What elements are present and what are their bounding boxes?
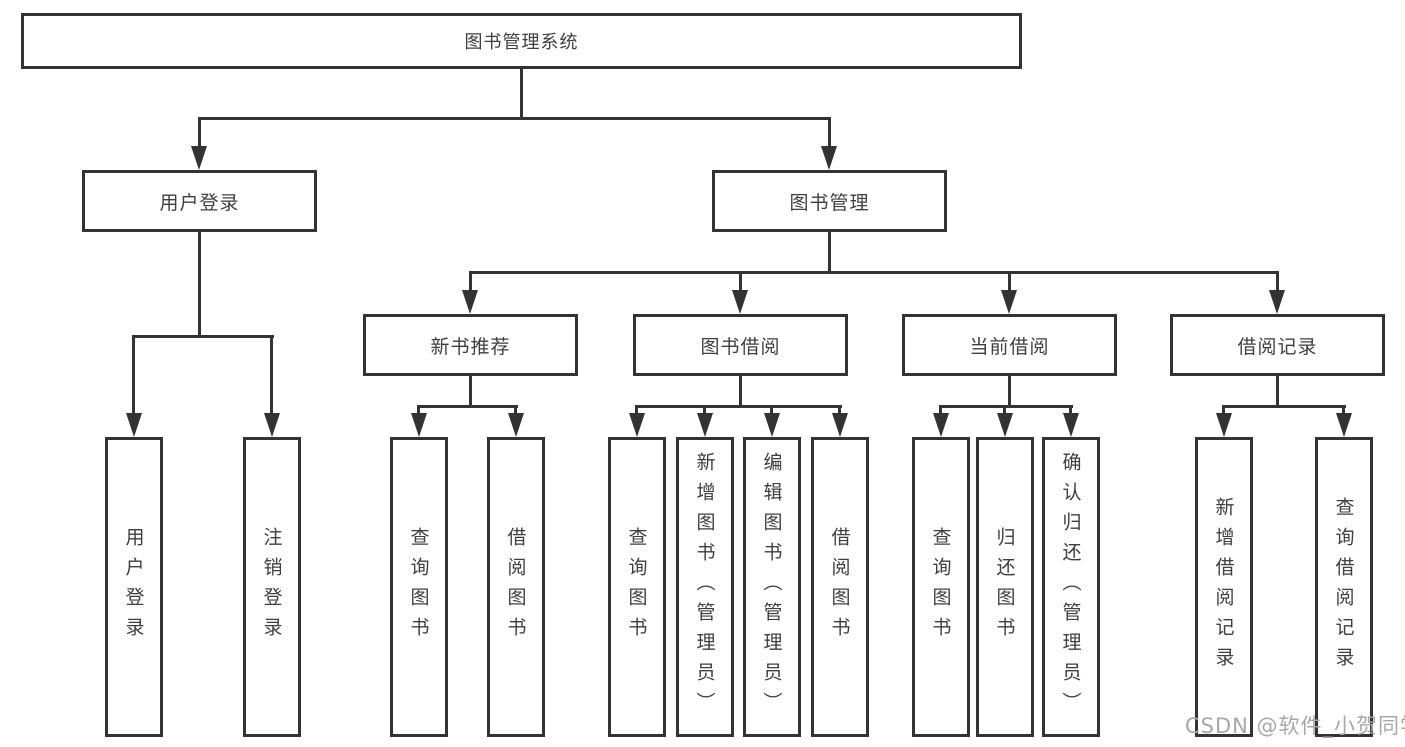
arrow-down-icon [508, 413, 524, 437]
connector-trunk [469, 376, 472, 408]
arrow-down-icon [1063, 413, 1079, 437]
arrow-down-icon [629, 413, 645, 437]
connector-stem [828, 120, 831, 148]
leaf-label: 查询图书 [929, 527, 952, 647]
connector-bar [939, 405, 1073, 408]
leaf-label: 借阅图书 [828, 527, 851, 647]
arrow-down-icon [126, 413, 142, 437]
leaf-current-return-books: 归还图书 [976, 437, 1034, 737]
connector-stem [1222, 408, 1225, 415]
arrow-down-icon [1269, 290, 1285, 314]
leaf-records-query-record: 查询借阅记录 [1315, 437, 1373, 737]
connector-stem [198, 120, 201, 148]
node-label: 当前借阅 [969, 335, 1050, 358]
connector-bar [635, 405, 842, 408]
connector-stem [1342, 408, 1345, 415]
connector-stem [469, 274, 472, 292]
node-label: 图书管理系统 [464, 32, 579, 53]
node-root-library-system: 图书管理系统 [21, 13, 1022, 69]
leaf-label: 查询图书 [407, 527, 430, 647]
leaf-records-add-record: 新增借阅记录 [1195, 437, 1253, 737]
connector-stem [939, 408, 942, 415]
leaf-label: 新增图书（管理员） [693, 452, 716, 722]
connector-bar [1222, 405, 1346, 408]
node-label: 图书借阅 [700, 335, 781, 358]
node-user-login: 用户登录 [82, 170, 317, 232]
leaf-user-login: 用户登录 [105, 437, 163, 737]
connector-root-trunk [520, 69, 523, 120]
connector-trunk [828, 232, 831, 274]
node-current-borrow: 当前借阅 [902, 314, 1117, 376]
arrow-down-icon [1001, 290, 1017, 314]
leaf-label: 借阅图书 [504, 527, 527, 647]
arrow-down-icon [697, 413, 713, 437]
connector-trunk [1008, 376, 1011, 408]
connector-stem [739, 274, 742, 292]
connector-bar [132, 335, 274, 338]
node-label: 图书管理 [789, 191, 870, 214]
connector-bar [417, 405, 518, 408]
connector-stem [514, 408, 517, 415]
leaf-label: 编辑图书（管理员） [760, 452, 783, 722]
connector-stem [1069, 408, 1072, 415]
connector-stem [838, 408, 841, 415]
connector-trunk [1276, 376, 1279, 408]
arrow-down-icon [1216, 413, 1232, 437]
arrow-down-icon [832, 413, 848, 437]
node-borrow-records: 借阅记录 [1170, 314, 1385, 376]
connector-stem [1003, 408, 1006, 415]
csdn-watermark: CSDN @软件_小贺同学 [1185, 714, 1405, 738]
leaf-label: 用户登录 [122, 527, 145, 647]
leaf-label: 确认归还（管理员） [1059, 452, 1082, 722]
arrow-down-icon [462, 290, 478, 314]
connector-stem [132, 338, 135, 415]
arrow-down-icon [933, 413, 949, 437]
connector-trunk [739, 376, 742, 408]
leaf-borrow-edit-books-admin: 编辑图书（管理员） [743, 437, 801, 737]
leaf-label: 注销登录 [260, 527, 283, 647]
leaf-borrow-query-books: 查询图书 [608, 437, 666, 737]
arrow-down-icon [764, 413, 780, 437]
arrow-down-icon [1336, 413, 1352, 437]
leaf-label: 查询借阅记录 [1332, 497, 1355, 677]
connector-stem [1008, 274, 1011, 292]
leaf-label: 归还图书 [993, 527, 1016, 647]
leaf-logout: 注销登录 [243, 437, 301, 737]
node-book-management: 图书管理 [712, 170, 947, 232]
connector-stem [1276, 274, 1279, 292]
node-new-book-recommend: 新书推荐 [363, 314, 578, 376]
node-book-borrow: 图书借阅 [633, 314, 848, 376]
leaf-borrow-borrow-books: 借阅图书 [811, 437, 869, 737]
leaf-label: 新增借阅记录 [1212, 497, 1235, 677]
connector-trunk [198, 232, 201, 338]
connector-level3-bar [469, 271, 1279, 274]
connector-stem [270, 338, 273, 415]
leaf-current-confirm-return-admin: 确认归还（管理员） [1042, 437, 1100, 737]
arrow-down-icon [191, 146, 207, 170]
node-label: 用户登录 [159, 191, 240, 214]
leaf-label: 查询图书 [625, 527, 648, 647]
connector-stem [417, 408, 420, 415]
leaf-recommend-borrow-books: 借阅图书 [487, 437, 545, 737]
connector-stem [770, 408, 773, 415]
arrow-down-icon [264, 413, 280, 437]
connector-stem [635, 408, 638, 415]
leaf-recommend-query-books: 查询图书 [390, 437, 448, 737]
arrow-down-icon [821, 146, 837, 170]
leaf-borrow-add-books-admin: 新增图书（管理员） [676, 437, 734, 737]
leaf-current-query-books: 查询图书 [912, 437, 970, 737]
connector-stem [703, 408, 706, 415]
arrow-down-icon [732, 290, 748, 314]
node-label: 借阅记录 [1237, 335, 1318, 358]
arrow-down-icon [997, 413, 1013, 437]
node-label: 新书推荐 [430, 335, 511, 358]
arrow-down-icon [411, 413, 427, 437]
connector-level2-bar [198, 117, 831, 120]
